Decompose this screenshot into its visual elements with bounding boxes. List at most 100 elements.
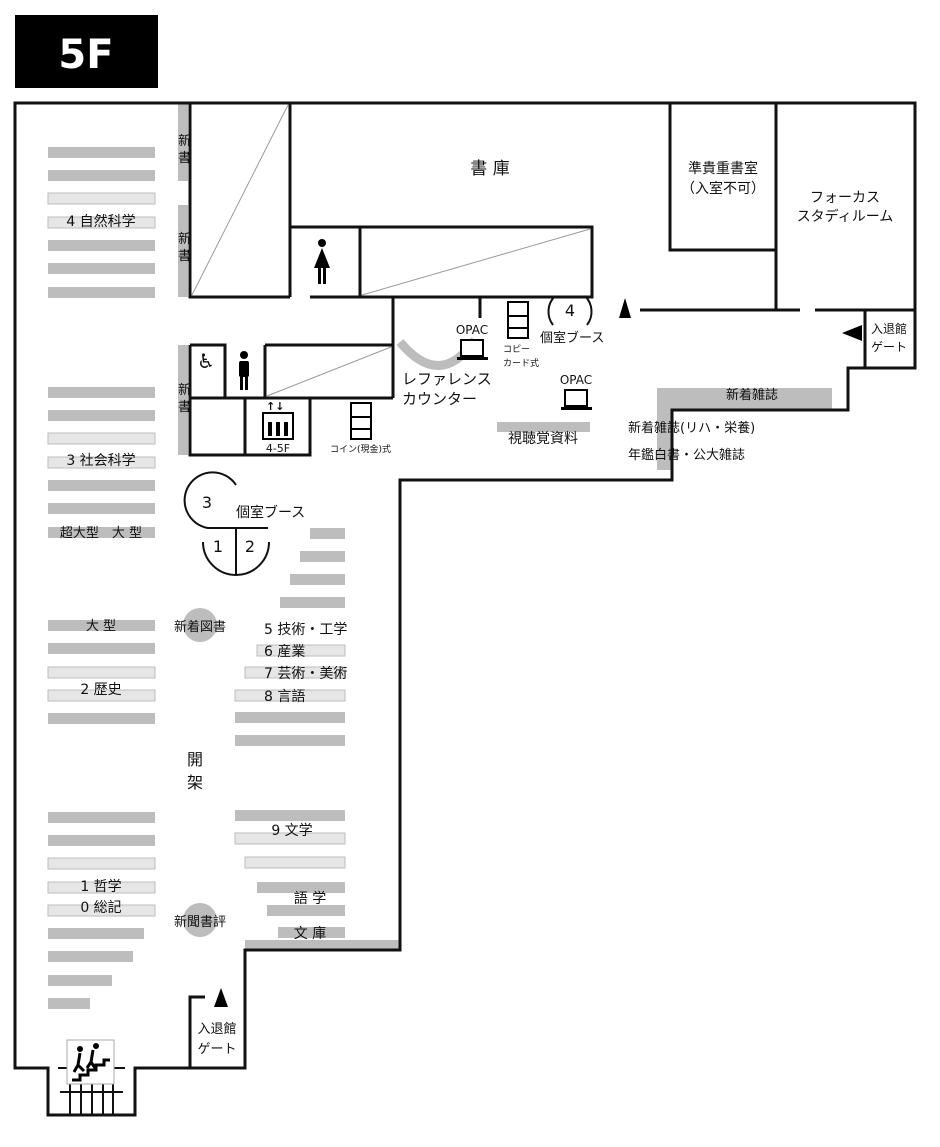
bookshelf [278,927,345,938]
booth-4-label: 個室ブース [540,330,604,346]
womens-restroom-icon [314,239,330,284]
bookshelf [48,835,155,846]
bookshelf [48,620,155,631]
new-books-label: 書 [178,151,191,166]
bookshelf [48,975,112,986]
booth-4-number: 4 [565,301,575,320]
bookshelf [256,644,346,657]
language-label: 8 言語 [264,689,305,705]
bookshelf [47,192,156,205]
new-books-label: 新 [178,133,191,149]
open-stacks-label-2: 架 [187,773,203,792]
bookshelf [234,689,346,702]
bookshelf [47,881,156,894]
bookshelf [47,857,156,870]
philosophy-label: 1 哲学 [80,879,121,895]
bookshelves [47,147,346,1009]
shelf-bars [178,103,832,950]
opac-terminal-icon[interactable] [457,339,488,360]
new-magazines-shelf [657,388,832,410]
bookshelf [300,551,345,562]
bookshelf [48,928,144,939]
bookshelf [47,432,156,445]
av-shelf [497,422,590,432]
new-magazines-label: 新着雑誌 [726,387,778,403]
booth-1-number: 1 [213,537,223,556]
entrance-arrow-left-icon [842,325,862,341]
new-arrivals-label: 新着図書 [174,619,226,635]
industry-label: 6 産業 [264,644,305,660]
bookshelf [48,713,155,724]
bookshelf [48,410,155,421]
bookshelf [48,643,155,654]
rare-books-room-note: （入室不可） [681,180,765,197]
copier-card-label: コピー [503,344,530,355]
bookshelf [47,216,156,229]
svg-text:↑↓: ↑↓ [266,400,284,413]
booth-3-number: 3 [202,493,212,512]
opac-label-2: OPAC [560,373,592,387]
oversize-label: 超大型 大 型 [60,526,142,541]
bookshelf [48,387,155,398]
reference-counter-label: レファレンス [402,370,492,388]
entrance-arrow-up-icon-bottom [214,988,228,1007]
booths-label: 個室ブース [236,504,305,521]
new-books-label: 書 [178,400,191,415]
bookshelf [48,263,155,274]
bookshelf [48,527,155,538]
bookshelf [47,904,156,917]
labels: 書 庫 準貴重書室 （入室不可） フォーカス スタディルーム レファレンス カウ… [60,133,907,1057]
gate-right-label: 入退館 [871,321,907,336]
opac-terminal-icon-2[interactable] [561,389,592,410]
elevator-label: 4-5F [266,442,290,455]
bookshelf [235,735,345,746]
bookshelf [47,666,156,679]
history-label: 2 歴史 [80,682,121,698]
bookshelf [48,287,155,298]
copier-card-icon [507,301,529,339]
gate-bottom-label-2: ゲート [197,1042,236,1057]
literature-label: 9 文学 [271,823,312,839]
new-books-shelf-b [178,205,188,297]
gate-bottom-label: 入退館 [197,1022,236,1037]
focus-room-label-2: スタディルーム [797,208,894,225]
bookshelf [290,574,345,585]
bookshelf [310,528,345,539]
bookshelf [47,689,156,702]
large-label: 大 型 [86,619,116,634]
bookshelf [244,666,346,679]
opac-label: OPAC [456,323,488,337]
bookshelf [235,810,345,821]
bookshelf [48,998,90,1009]
open-stacks-label: 開 [187,750,203,769]
bookshelf [234,832,346,845]
general-works-label: 0 総記 [80,899,121,916]
bookshelf [244,856,346,869]
floor-title: 5F [58,32,113,78]
gate-right-label-2: ゲート [871,340,907,354]
bookshelf [257,882,345,893]
bookshelf [47,456,156,469]
rare-books-room-label: 準貴重書室 [688,160,758,177]
bookshelf [48,812,155,823]
elevator-icon: ↑↓ 4-5F [262,400,294,455]
stairs-icon [66,1039,115,1085]
bookshelf [48,503,155,514]
bookshelf [48,951,133,962]
copier-coin-label: コイン(現金)式 [330,443,391,455]
bookshelf [267,905,345,916]
new-books-shelf-c [178,345,188,455]
new-books-label: 新 [178,231,191,247]
bookshelf [235,712,345,723]
reference-counter-label-2: カウンター [402,390,477,408]
yearbooks-label: 年鑑白書・公大雑誌 [628,447,745,463]
magazine-side-shelf [657,410,672,470]
natural-science-label: 4 自然科学 [66,213,135,230]
new-books-label: 書 [178,249,191,264]
entrance-arrow-up-icon [619,298,631,318]
walls [13,101,917,1117]
newspaper-reviews-label: 新聞書評 [174,914,226,930]
bunko-shelf [245,940,400,950]
mens-restroom-icon [239,351,249,390]
